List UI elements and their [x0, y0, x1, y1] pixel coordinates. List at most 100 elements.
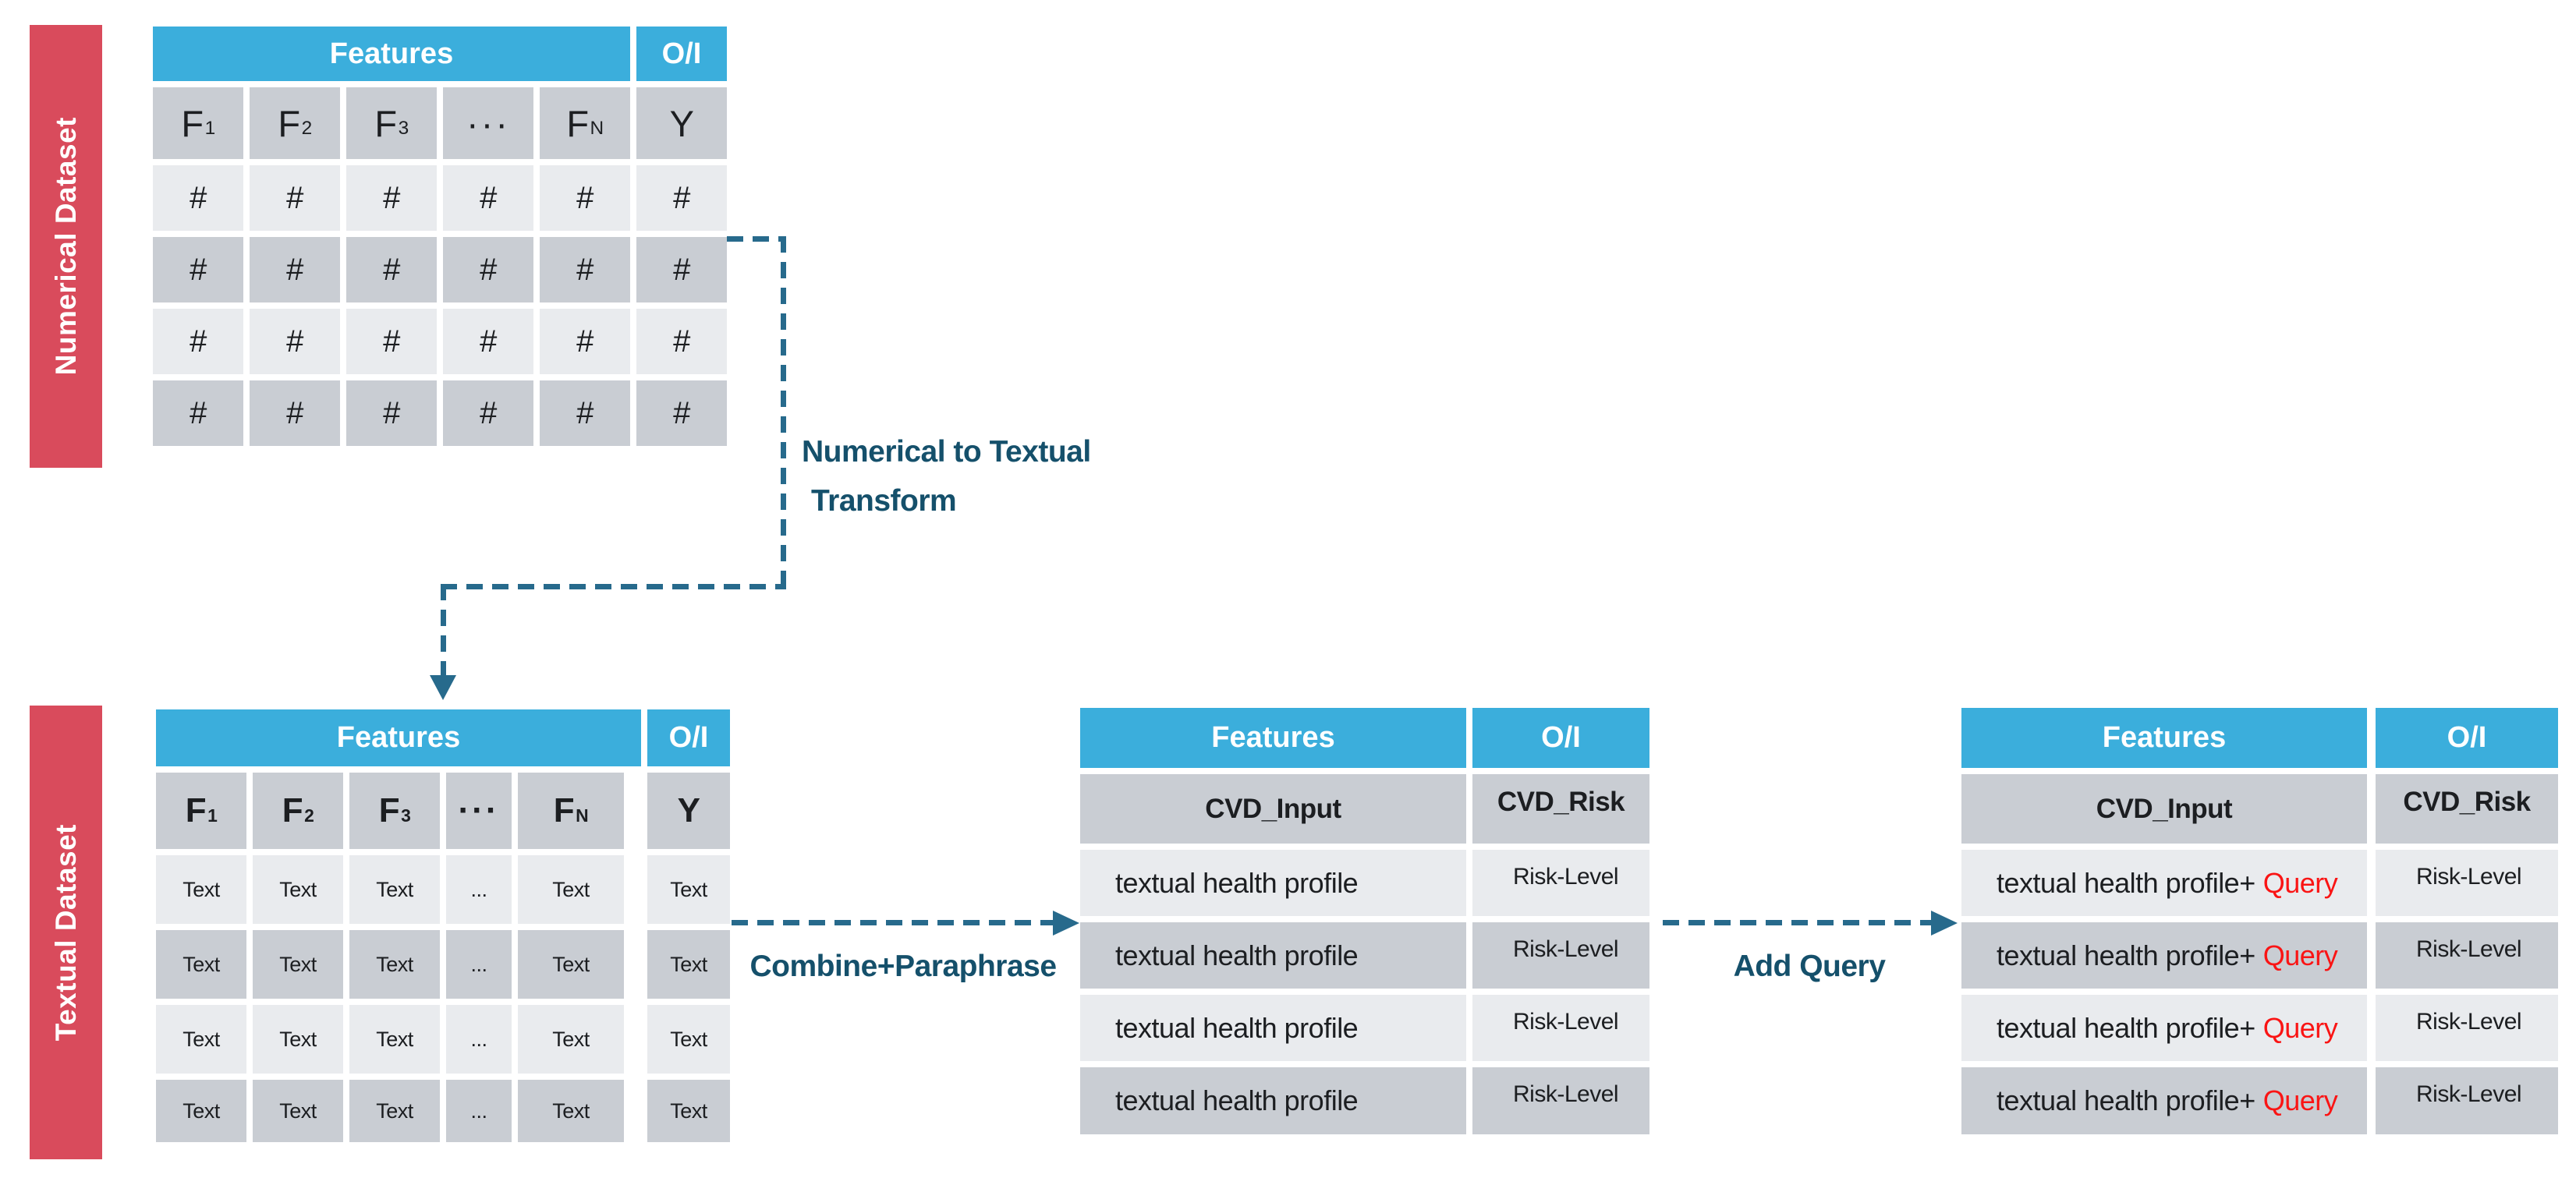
- column-label: F: [566, 102, 589, 144]
- input-cell: textual health profile+Query: [1961, 922, 2367, 989]
- table-cell: Text: [518, 855, 624, 924]
- output-cell: Risk-Level: [2376, 1067, 2558, 1134]
- column-label: F: [185, 791, 207, 830]
- query-text: Query: [2262, 939, 2338, 971]
- table-cell: ...: [446, 1005, 512, 1074]
- table-cell: Text: [518, 1005, 624, 1074]
- table-cell: #: [346, 380, 437, 446]
- table-cell: Text: [518, 1080, 624, 1142]
- transform-label-line2: Transform: [811, 484, 957, 518]
- column-label: F: [278, 102, 300, 144]
- output-cell: Risk-Level: [2376, 922, 2558, 989]
- column-label: Y: [677, 791, 700, 830]
- table-cell: #: [250, 380, 340, 446]
- input-text: textual health profile+: [1997, 1084, 2255, 1116]
- table-cell: #: [540, 237, 630, 302]
- table-cell: Text: [349, 1080, 440, 1142]
- column-label: F: [553, 791, 575, 830]
- table-cell: Text: [647, 855, 730, 924]
- add-query-arrowhead-icon: [1931, 911, 1958, 936]
- output-column-header-cell: CVD_Risk: [2376, 774, 2558, 844]
- query-text: Query: [2262, 866, 2338, 899]
- column-label-subscript: N: [576, 805, 589, 826]
- table-cell: Text: [647, 930, 730, 999]
- column-label: F: [282, 791, 303, 830]
- oi-header-cell: O/I: [647, 709, 730, 766]
- column-label: ···: [466, 102, 510, 144]
- column-label: Y: [669, 102, 694, 144]
- numerical-dataset-label: Numerical Dataset: [49, 117, 82, 376]
- input-cell: textual health profile+Query: [1961, 850, 2367, 916]
- add-query-arrow: [1663, 920, 1933, 925]
- table-cell: #: [636, 165, 727, 231]
- table-cell: Text: [253, 855, 343, 924]
- table-cell: #: [443, 165, 533, 231]
- table-cell: Text: [253, 930, 343, 999]
- column-label-subscript: 3: [398, 118, 409, 140]
- input-text: textual health profile+: [1997, 866, 2255, 899]
- input-column-header-cell: CVD_Input: [1080, 774, 1466, 844]
- table-cell: #: [346, 165, 437, 231]
- table-cell: Text: [647, 1080, 730, 1142]
- table-cell: #: [250, 165, 340, 231]
- table-cell: #: [153, 165, 243, 231]
- table-cell: Text: [253, 1080, 343, 1142]
- transform-arrow-segment: [727, 236, 786, 242]
- table-cell: Text: [156, 1005, 246, 1074]
- table-cell: #: [636, 309, 727, 374]
- input-cell: textual health profile: [1080, 995, 1466, 1061]
- transform-label-line1: Numerical to Textual: [802, 435, 1091, 469]
- features-header-cell: Features: [1961, 708, 2367, 768]
- oi-header-cell: O/I: [2376, 708, 2558, 768]
- table-cell: Text: [349, 930, 440, 999]
- transform-arrowhead-icon: [430, 675, 456, 700]
- column-label-subscript: 3: [401, 805, 411, 826]
- table-cell: #: [443, 237, 533, 302]
- combine-arrowhead-icon: [1053, 911, 1079, 936]
- column-label: F: [374, 102, 397, 144]
- numerical-dataset-label-bar: Numerical Dataset: [30, 25, 102, 468]
- table-cell: #: [346, 309, 437, 374]
- table-cell: #: [250, 309, 340, 374]
- transform-label: Numerical to Textual Transform: [802, 427, 1091, 525]
- column-label: F: [181, 102, 204, 144]
- table-cell: Text: [156, 1080, 246, 1142]
- combine-label: Combine+Paraphrase: [749, 950, 1057, 983]
- table-cell: #: [636, 237, 727, 302]
- column-header-cell: Y: [636, 87, 727, 159]
- input-cell: textual health profile: [1080, 850, 1466, 916]
- output-cell: Risk-Level: [2376, 995, 2558, 1061]
- column-label-subscript: 1: [204, 118, 216, 140]
- input-text: textual health profile+: [1997, 1011, 2255, 1044]
- table-cell: #: [250, 237, 340, 302]
- column-label-subscript: N: [590, 118, 604, 140]
- query-text: Query: [2262, 1011, 2338, 1044]
- table-cell: Text: [518, 930, 624, 999]
- column-header-cell: ···: [446, 773, 512, 849]
- output-cell: Risk-Level: [1472, 995, 1649, 1061]
- transform-arrow-segment: [781, 236, 786, 589]
- table-cell: Text: [156, 855, 246, 924]
- features-header-cell: Features: [156, 709, 641, 766]
- table-cell: ...: [446, 1080, 512, 1142]
- oi-header-cell: O/I: [636, 27, 727, 81]
- input-cell: textual health profile: [1080, 922, 1466, 989]
- table-cell: #: [346, 237, 437, 302]
- output-cell: Risk-Level: [2376, 850, 2558, 916]
- table-cell: #: [636, 380, 727, 446]
- combine-arrow: [732, 920, 1054, 925]
- table-cell: ...: [446, 855, 512, 924]
- output-column-header-cell: CVD_Risk: [1472, 774, 1649, 844]
- table-cell: ...: [446, 930, 512, 999]
- table-cell: #: [153, 237, 243, 302]
- column-label-subscript: 1: [207, 805, 218, 826]
- table-cell: #: [540, 165, 630, 231]
